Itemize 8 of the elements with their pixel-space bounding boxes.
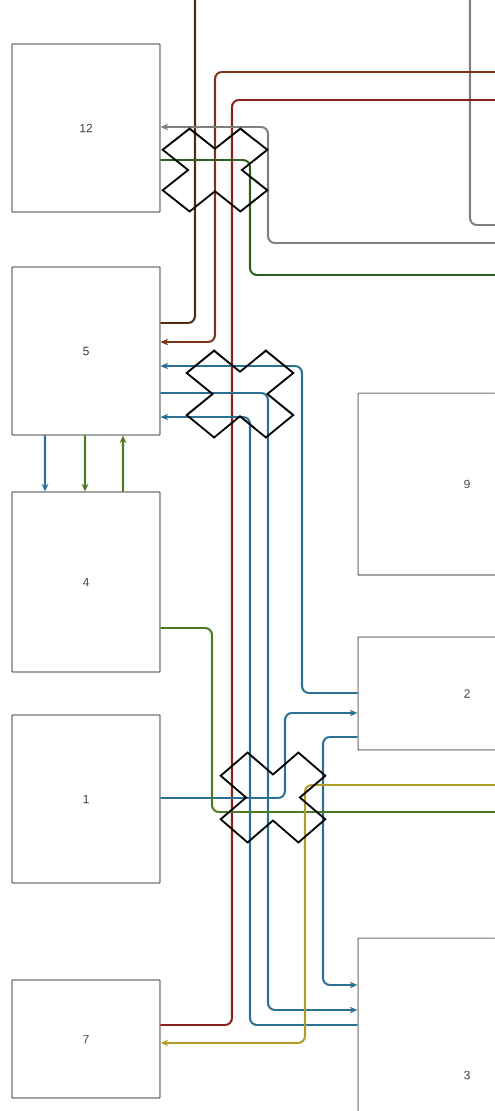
process-box: 7: [11, 979, 161, 1099]
process-box: 12: [11, 43, 161, 213]
process-box: 3: [357, 937, 495, 1111]
process-box: 5: [11, 266, 161, 436]
process-box: 9: [357, 392, 495, 576]
process-box: 1: [11, 714, 161, 884]
process-box: 4: [11, 491, 161, 673]
process-box: 2: [357, 636, 495, 751]
